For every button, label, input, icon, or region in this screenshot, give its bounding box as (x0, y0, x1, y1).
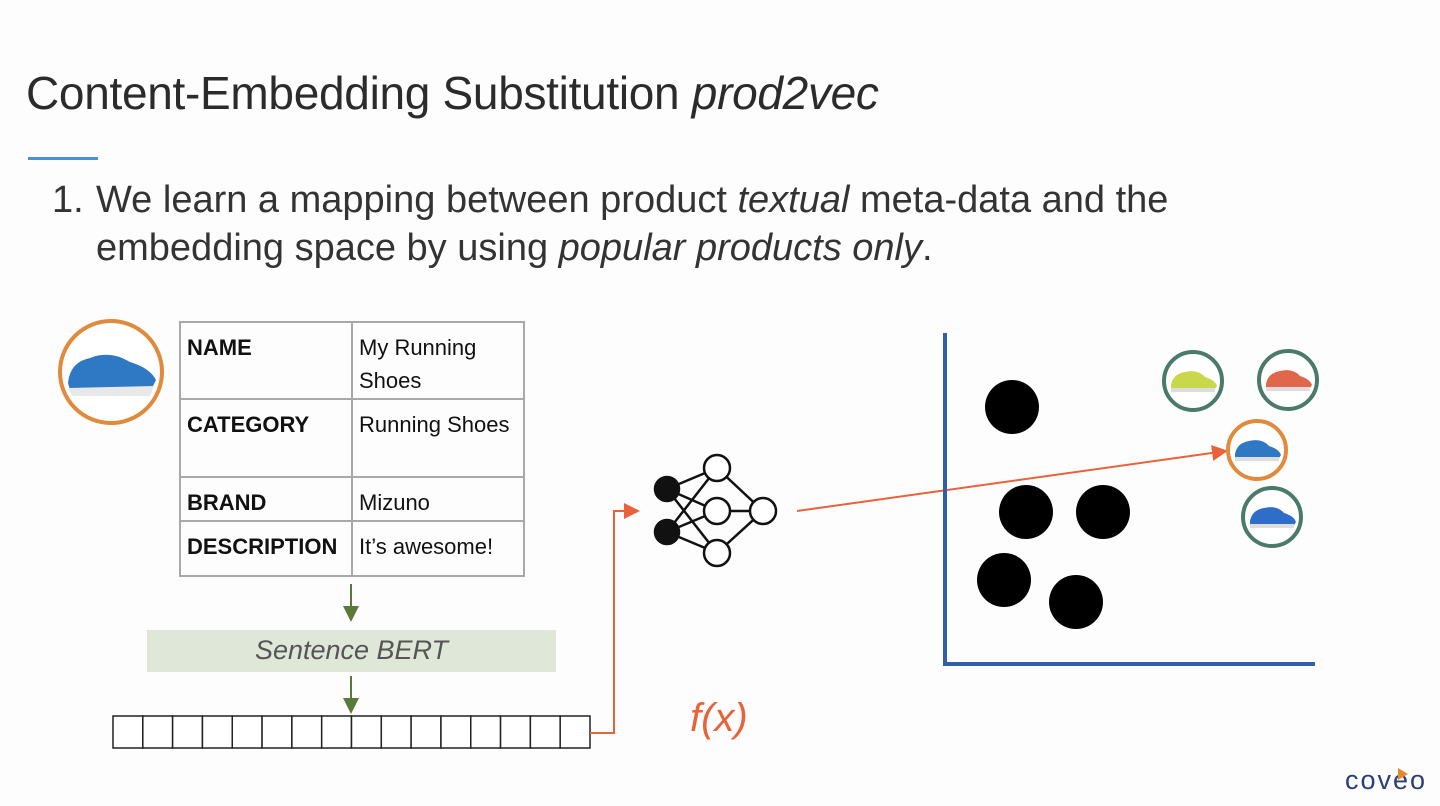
slide-title: Content-Embedding Substitution prod2vec (26, 66, 879, 120)
embedding-point (1076, 485, 1130, 539)
field-name: BRAND (179, 476, 353, 522)
field-value: My Running Shoes (351, 321, 525, 400)
embedding-point (1049, 575, 1103, 629)
vector-cell (201, 715, 233, 749)
vector-cell (380, 715, 412, 749)
coveo-logo: coveo (1345, 765, 1427, 796)
embedding-point (985, 380, 1039, 434)
neighbor-shoe-image (1241, 486, 1303, 548)
embedding-point (977, 553, 1031, 607)
vector-cell (350, 715, 383, 749)
bullet-point: 1. We learn a mapping between product te… (52, 176, 1352, 272)
field-name: NAME (179, 321, 353, 400)
embedding-point (999, 485, 1053, 539)
arrow-to-embedding (796, 445, 1228, 512)
bullet-text: We learn a mapping between product textu… (96, 176, 1352, 272)
logo-text: coveo (1345, 765, 1428, 795)
vector-cell (410, 715, 442, 749)
function-label: f(x) (690, 696, 748, 740)
vector-cell (559, 715, 591, 749)
vector-cell (231, 715, 263, 749)
query-shoe-image (58, 319, 164, 425)
field-name: CATEGORY (179, 398, 353, 478)
embedding-vector (112, 715, 591, 749)
vector-cell (142, 715, 174, 749)
neural-network-icon (653, 453, 778, 568)
vector-cell (112, 715, 144, 749)
vector-cell (440, 715, 472, 749)
vector-cell (291, 715, 323, 749)
bullet-number: 1. (52, 179, 84, 221)
vector-cell (499, 715, 532, 749)
neighbor-shoe-image (1257, 349, 1319, 411)
vector-cell (171, 715, 204, 749)
vector-cell (470, 715, 502, 749)
bullet-part: We learn a mapping between product (96, 179, 738, 221)
bullet-part: meta-data and the embedding space by usi… (96, 179, 1169, 269)
field-value: Running Shoes (351, 398, 525, 478)
vector-cell (261, 715, 293, 749)
vector-cell (529, 715, 561, 749)
sentence-bert-box: Sentence BERT (147, 630, 556, 672)
arrow-to-network (590, 503, 640, 734)
title-accent-line (28, 157, 98, 160)
title-text: Content-Embedding Substitution (26, 67, 680, 119)
vector-cell (320, 715, 353, 749)
bullet-emphasis: popular products only (558, 227, 922, 269)
title-italic: prod2vec (691, 67, 879, 119)
bullet-part: . (922, 227, 933, 269)
popular-product-points (977, 380, 1130, 629)
field-value: Mizuno (351, 476, 525, 522)
neighbor-shoe-image (1162, 350, 1224, 412)
field-value: It’s awesome! (351, 520, 525, 577)
mapped-shoe-image (1226, 419, 1288, 481)
field-name: DESCRIPTION (179, 520, 353, 577)
bullet-emphasis: textual (737, 179, 850, 221)
